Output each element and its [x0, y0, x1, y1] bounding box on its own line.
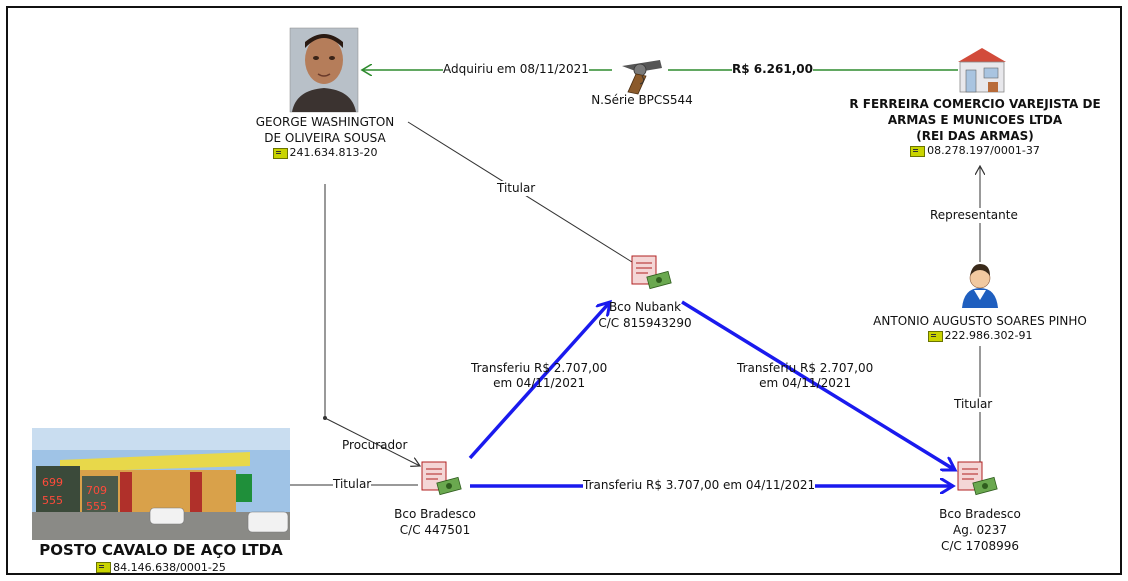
node-nubank[interactable]: Bco Nubank C/C 815943290 [590, 299, 700, 331]
id-card-icon [96, 562, 112, 573]
node-antonio[interactable]: ANTONIO AUGUSTO SOARES PINHO 222.986.302… [850, 313, 1110, 346]
node-bradesco-2[interactable]: Bco Bradesco Ag. 0237 C/C 1708996 [925, 506, 1035, 554]
edge-procurador [324, 417, 420, 466]
id-card-icon [910, 145, 926, 157]
revolver-label: N.Série BPCS544 [591, 93, 693, 107]
revolver-icon [622, 60, 662, 95]
bradesco2-line1: Bco Bradesco [939, 507, 1021, 521]
edge-label-transf-b1-nubank-line1: Transferiu R$ 2.707,00 [471, 361, 608, 375]
store-doc: 08.278.197/0001-37 [910, 144, 1040, 158]
person-photo-george [289, 27, 359, 113]
nubank-line1: Bco Nubank [608, 300, 682, 314]
bradesco2-line3: C/C 1708996 [940, 539, 1020, 553]
bank-account-icon-bradesco-1 [421, 461, 462, 496]
edge-label-transf-b1-nubank-line2: em 04/11/2021 [493, 376, 586, 390]
store-name-line3: (REI DAS ARMAS) [916, 129, 1034, 143]
edge-label-transf-b1-nubank: Transferiu R$ 2.707,00 em 04/11/2021 [471, 361, 607, 391]
svg-text:709: 709 [86, 484, 107, 497]
id-card-icon [272, 147, 288, 159]
bradesco1-line1: Bco Bradesco [394, 507, 476, 521]
svg-text:699: 699 [42, 476, 63, 489]
store-name-line2: ARMAS E MUNICOES LTDA [887, 113, 1063, 127]
edge-label-titular-posto: Titular [333, 477, 372, 492]
id-card-icon [927, 330, 943, 342]
edge-label-representante: Representante [930, 208, 1018, 223]
george-doc: 241.634.813-20 [272, 146, 378, 160]
bank-account-icon-bradesco-2 [957, 461, 998, 496]
posto-doc: 84.146.638/0001-25 [96, 561, 226, 575]
store-name-line1: R FERREIRA COMERCIO VAREJISTA DE [849, 97, 1101, 111]
george-name-line1: GEORGE WASHINGTON [255, 115, 395, 129]
posto-name: POSTO CAVALO DE AÇO LTDA [39, 541, 283, 559]
store-doc-number: 08.278.197/0001-37 [927, 144, 1040, 157]
edge-label-titular-antonio: Titular [954, 397, 993, 412]
bank-account-icon-nubank [631, 255, 672, 290]
edge-label-procurador: Procurador [342, 438, 408, 452]
posto-doc-number: 84.146.638/0001-25 [113, 560, 226, 574]
antonio-name: ANTONIO AUGUSTO SOARES PINHO [873, 314, 1087, 328]
nubank-line2: C/C 815943290 [598, 316, 692, 330]
antonio-doc: 222.986.302-91 [927, 329, 1033, 343]
edge-label-valor: R$ 6.261,00 [732, 62, 813, 77]
svg-text:555: 555 [42, 494, 63, 507]
building-icon [958, 48, 1006, 93]
edge-label-transf-nubank-b2-line2: em 04/11/2021 [759, 376, 852, 390]
person-icon-antonio [962, 264, 998, 308]
node-george[interactable]: GEORGE WASHINGTON DE OLIVEIRA SOUSA 241.… [228, 114, 422, 163]
gas-station-photo: 699 555 709 555 [32, 428, 290, 540]
edge-label-adquiriu: Adquiriu em 08/11/2021 [443, 62, 589, 77]
bradesco2-line2: Ag. 0237 [953, 523, 1007, 537]
antonio-doc-number: 222.986.302-91 [944, 329, 1033, 342]
edge-transf-b1-nubank [468, 302, 610, 460]
edge-transf-nubank-b2 [681, 300, 955, 470]
node-store[interactable]: R FERREIRA COMERCIO VAREJISTA DE ARMAS E… [826, 96, 1124, 161]
node-revolver[interactable]: N.Série BPCS544 [582, 92, 702, 108]
george-name-line2: DE OLIVEIRA SOUSA [264, 131, 386, 145]
edge-label-transf-b1-b2: Transferiu R$ 3.707,00 em 04/11/2021 [583, 478, 816, 493]
edge-label-transf-nubank-b2: Transferiu R$ 2.707,00 em 04/11/2021 [737, 361, 873, 391]
node-posto[interactable]: POSTO CAVALO DE AÇO LTDA 84.146.638/0001… [30, 541, 292, 577]
node-bradesco-1[interactable]: Bco Bradesco C/C 447501 [380, 506, 490, 538]
bradesco1-line2: C/C 447501 [399, 523, 471, 537]
edge-label-titular-george-nubank: Titular [497, 181, 536, 196]
svg-text:555: 555 [86, 500, 107, 513]
george-doc-number: 241.634.813-20 [289, 146, 378, 159]
edge-label-transf-nubank-b2-line1: Transferiu R$ 2.707,00 [737, 361, 874, 375]
